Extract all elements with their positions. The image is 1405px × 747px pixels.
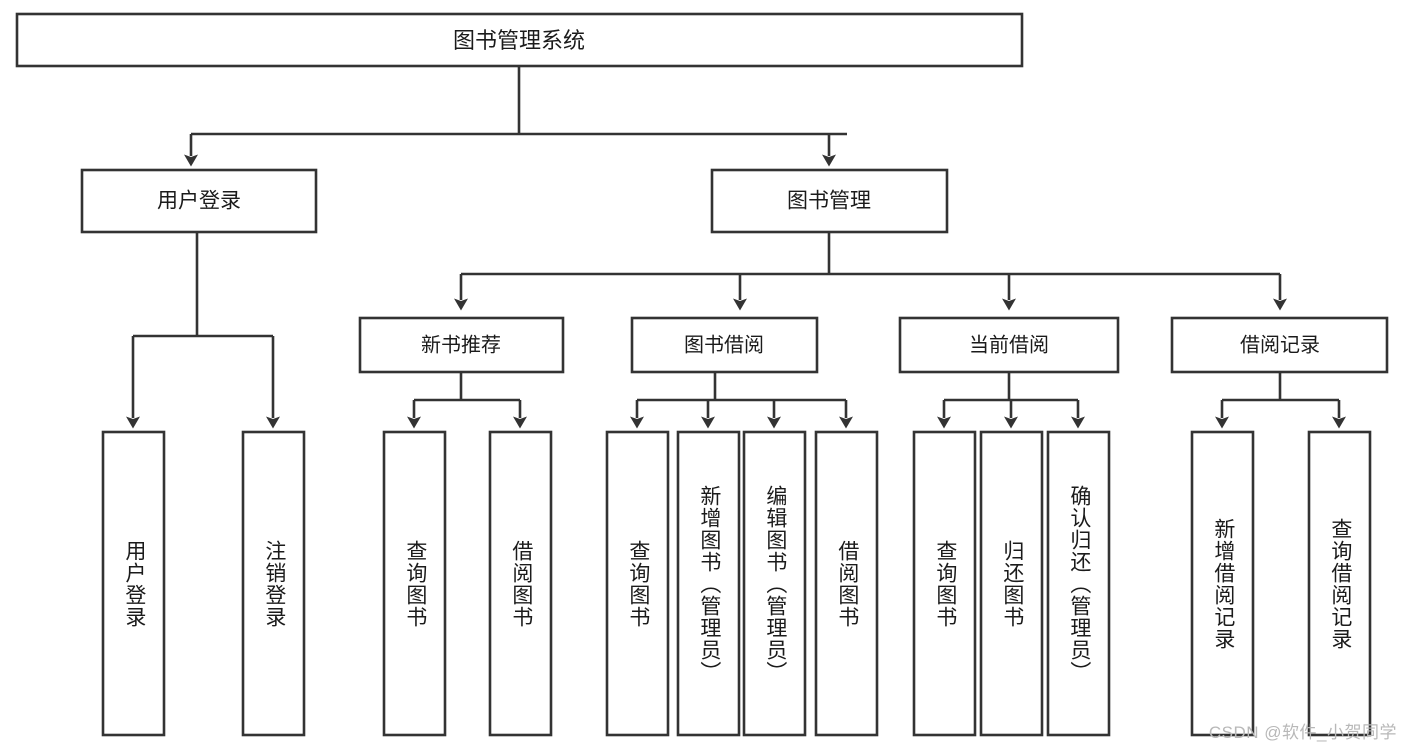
node-leaf-borrow-book-1[interactable] <box>488 430 553 737</box>
node-leaf-borrow-book-2[interactable] <box>814 430 879 737</box>
node-leaf-query-book-3[interactable] <box>912 430 977 737</box>
edge-bookmanage-to-level2 <box>454 232 1287 311</box>
edge-root-to-level1 <box>184 66 847 167</box>
node-user-login[interactable]: 用户登录 <box>80 168 318 234</box>
node-borrow-record[interactable]: 借阅记录 <box>1170 316 1389 374</box>
node-leaf-add-record[interactable] <box>1190 430 1255 737</box>
node-leaf-query-book-1[interactable] <box>382 430 447 737</box>
node-leaf-confirm-return[interactable] <box>1046 430 1111 737</box>
node-leaf-user-logout[interactable] <box>241 430 306 737</box>
node-new-book-recommend[interactable]: 新书推荐 <box>358 316 565 374</box>
node-book-manage[interactable]: 图书管理 <box>710 168 949 234</box>
node-borrow-record-label: 借阅记录 <box>1240 333 1320 356</box>
node-root[interactable]: 图书管理系统 <box>15 12 1024 68</box>
node-book-borrow-label: 图书借阅 <box>684 333 764 356</box>
node-leaf-query-book-2[interactable] <box>605 430 670 737</box>
node-new-book-recommend-label: 新书推荐 <box>421 333 501 356</box>
edge-userlogin-to-leaves <box>126 232 280 429</box>
node-current-borrow-label: 当前借阅 <box>969 333 1049 356</box>
edge-borrowrecord-to-leaves <box>1215 372 1346 429</box>
node-leaf-query-record[interactable] <box>1307 430 1372 737</box>
edge-currentborrow-to-leaves <box>937 372 1085 429</box>
node-leaf-edit-book[interactable] <box>742 430 807 737</box>
node-user-login-label: 用户登录 <box>157 190 241 213</box>
edge-bookborrow-to-leaves <box>630 372 853 429</box>
node-leaf-return-book[interactable] <box>979 430 1044 737</box>
node-book-manage-label: 图书管理 <box>787 190 871 213</box>
edge-newbook-to-leaves <box>407 372 527 429</box>
node-current-borrow[interactable]: 当前借阅 <box>898 316 1120 374</box>
node-leaf-add-book[interactable] <box>676 430 741 737</box>
node-book-borrow[interactable]: 图书借阅 <box>630 316 819 374</box>
node-root-label: 图书管理系统 <box>453 28 585 53</box>
node-leaf-user-login[interactable] <box>101 430 166 737</box>
